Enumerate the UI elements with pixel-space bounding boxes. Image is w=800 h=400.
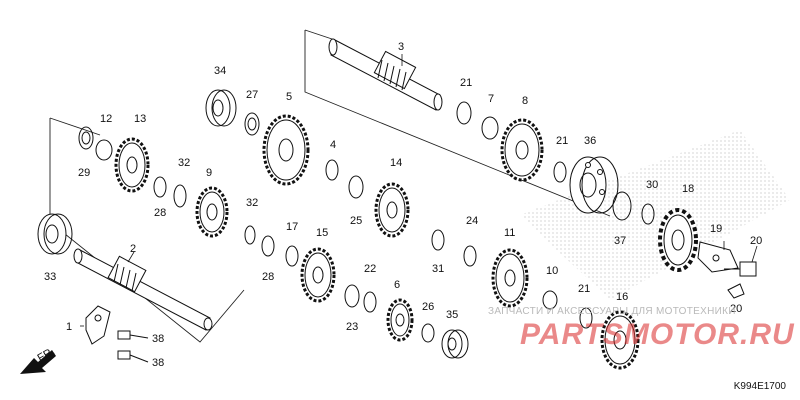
gear-9 (195, 186, 229, 238)
countershaft (73, 248, 213, 331)
callout-22: 22 (364, 263, 376, 275)
callout-25: 25 (350, 215, 362, 227)
callout-37: 37 (614, 235, 626, 247)
front-label: FR. (36, 345, 57, 364)
callout-12: 12 (100, 113, 112, 125)
callout-31: 31 (432, 263, 444, 275)
mainshaft (328, 38, 443, 111)
callout-1: 1 (66, 321, 72, 333)
callout-38a: 38 (152, 333, 164, 345)
diagram-code: K994E1700 (733, 381, 786, 392)
leader-lines (80, 54, 758, 327)
callout-21b: 21 (556, 135, 568, 147)
callout-6: 6 (394, 279, 400, 291)
callout-9: 9 (206, 167, 212, 179)
callout-16: 16 (616, 291, 628, 303)
callout-10: 10 (546, 265, 558, 277)
callout-3: 3 (398, 41, 404, 53)
bolt-38 (117, 330, 149, 363)
callout-32b: 32 (246, 197, 258, 209)
washers (78, 101, 655, 343)
gear-6 (386, 298, 414, 342)
stipple-area (520, 130, 790, 300)
callout-27: 27 (246, 89, 258, 101)
stopper-plate-1 (85, 305, 111, 345)
callout-21a: 21 (460, 77, 472, 89)
bearing-34 (205, 89, 237, 127)
callout-20b: 20 (730, 303, 742, 315)
watermark-logo: PARTSMOTOR.RU (520, 318, 795, 351)
plate-19 (697, 241, 739, 273)
bearing-33 (37, 213, 73, 255)
callouts: 3 34 27 5 12 13 29 32 9 28 4 14 25 21 7 … (44, 41, 762, 369)
gear-16 (600, 310, 640, 370)
callout-34: 34 (214, 65, 226, 77)
callout-21c: 21 (578, 283, 590, 295)
gear-13 (114, 137, 150, 193)
gear-15 (300, 247, 336, 303)
callout-13: 13 (134, 113, 146, 125)
callout-26: 26 (422, 301, 434, 313)
callout-32a: 32 (178, 157, 190, 169)
bearing-36 (569, 156, 619, 214)
callout-11: 11 (504, 227, 515, 239)
callout-20a: 20 (750, 235, 762, 247)
callout-19: 19 (710, 223, 722, 235)
gear-8 (500, 118, 544, 182)
gear-5 (262, 114, 310, 186)
callout-28a: 28 (154, 207, 166, 219)
callout-35: 35 (446, 309, 458, 321)
callout-30: 30 (646, 179, 658, 191)
callout-38b: 38 (152, 357, 164, 369)
front-arrow (20, 350, 56, 374)
callout-29: 29 (78, 167, 90, 179)
callout-4: 4 (330, 139, 336, 151)
gear-14 (374, 182, 410, 238)
callout-8: 8 (522, 95, 528, 107)
callout-23: 23 (346, 321, 358, 333)
callout-15: 15 (316, 227, 328, 239)
callout-24: 24 (466, 215, 478, 227)
bearing-35 (441, 329, 469, 359)
callout-2: 2 (130, 243, 136, 255)
callout-5: 5 (286, 91, 292, 103)
callout-36: 36 (584, 135, 596, 147)
callout-7: 7 (488, 93, 494, 105)
watermark-text: ЗАПЧАСТИ И АКСЕССУАРЫ ДЛЯ МОТОТЕХНИКИ (488, 306, 736, 317)
sprocket-18 (658, 208, 698, 272)
callout-17: 17 (286, 221, 298, 233)
bolt-20 (724, 261, 757, 299)
callout-14: 14 (390, 157, 402, 169)
callout-28b: 28 (262, 271, 274, 283)
mainshaft-frame (304, 30, 611, 217)
gear-11 (491, 248, 529, 308)
callout-33: 33 (44, 271, 56, 283)
callout-18: 18 (682, 183, 694, 195)
